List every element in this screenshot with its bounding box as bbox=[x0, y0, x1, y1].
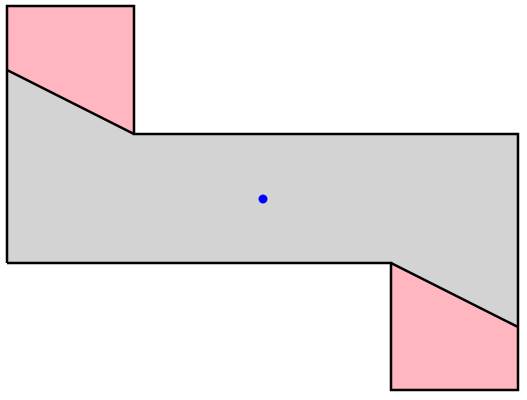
outline bbox=[5, 4, 520, 392]
top-left-pink-region bbox=[7, 6, 134, 134]
bottom-right-diagonal-edge bbox=[390, 261, 519, 329]
bottom-right-pink-region bbox=[391, 263, 518, 390]
center-point bbox=[258, 194, 268, 204]
top-left-diagonal-edge bbox=[6, 68, 135, 136]
